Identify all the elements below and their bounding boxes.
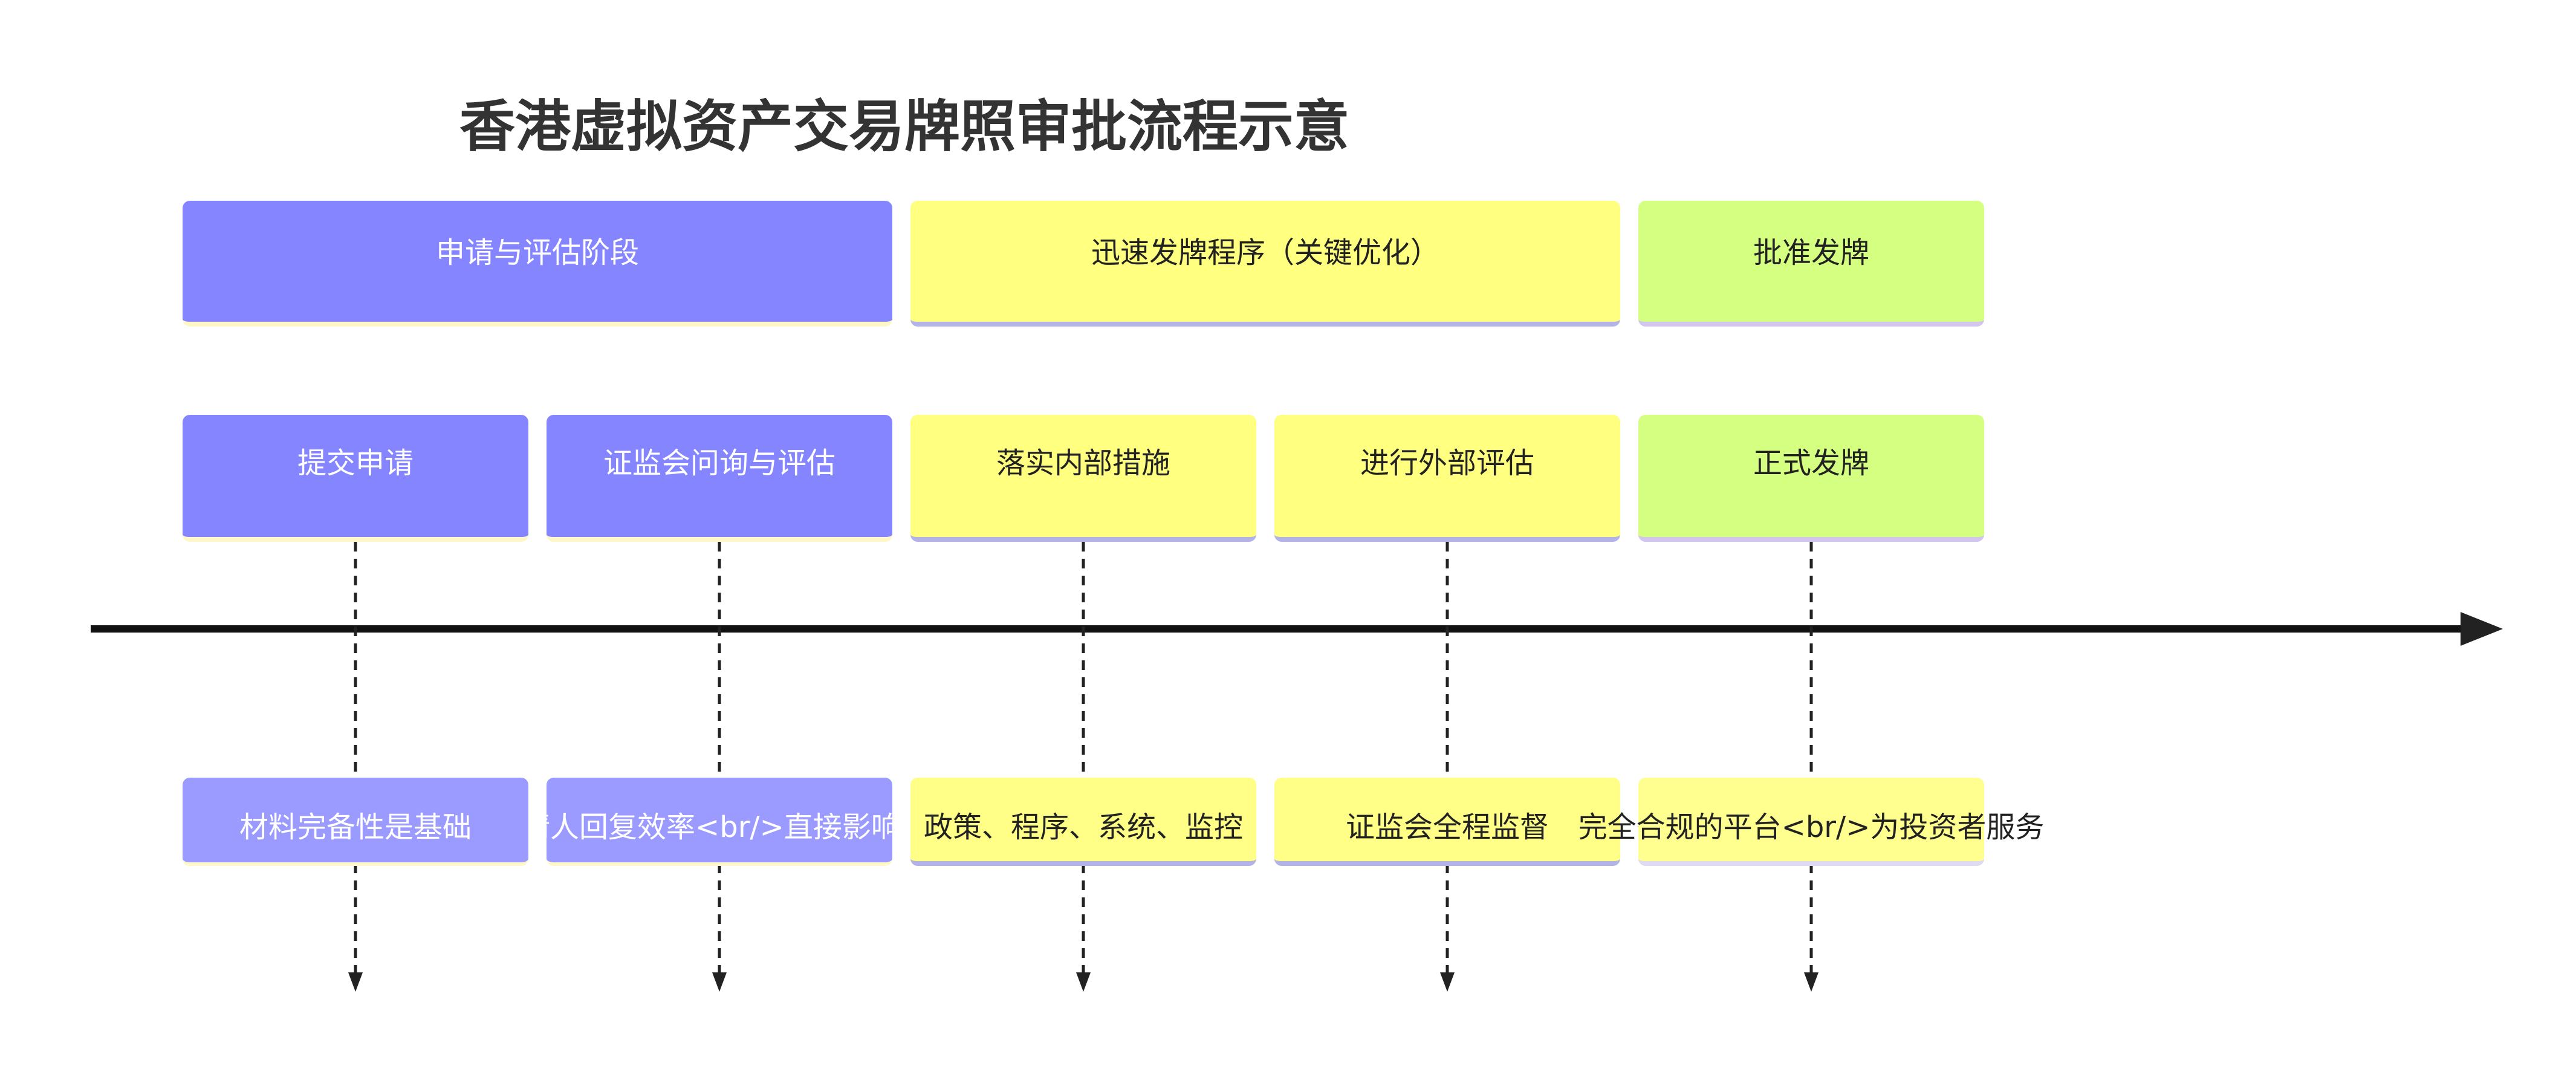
connector-arrowhead [348, 972, 363, 992]
connector-arrowhead [1076, 972, 1091, 992]
connector-arrowhead [712, 972, 727, 992]
note-label: 申请人回复效率<br/>直接影响 [547, 810, 892, 844]
task-label: 落实内部措施 [996, 446, 1170, 480]
phase-license-approval: 批准发牌 [1638, 201, 1984, 327]
connector-arrowhead [1804, 972, 1818, 992]
task-label: 提交申请 [297, 446, 414, 480]
note-policy-procedure-system-monitoring: 政策、程序、系统、监控 [910, 778, 1256, 866]
note-material-completeness: 材料完备性是基础 [183, 778, 528, 866]
task-label: 证监会问询与评估 [603, 446, 835, 480]
phase-fast-track-licensing: 迅速发牌程序（关键优化） [910, 201, 1620, 327]
note-label: 材料完备性是基础 [239, 810, 472, 844]
phase-label: 批准发牌 [1753, 236, 1869, 270]
note-reply-efficiency: 申请人回复效率<br/>直接影响 [547, 778, 892, 866]
task-external-assessment: 进行外部评估 [1274, 415, 1620, 542]
task-label: 正式发牌 [1753, 446, 1869, 480]
page-title: 香港虚拟资产交易牌照审批流程示意 [459, 94, 1350, 159]
phase-label: 迅速发牌程序（关键优化） [1091, 236, 1439, 270]
task-internal-measures: 落实内部措施 [910, 415, 1256, 542]
connector-arrowhead [1440, 972, 1455, 992]
task-label: 进行外部评估 [1360, 446, 1534, 480]
phase-application-assessment: 申请与评估阶段 [183, 201, 892, 327]
note-sfc-supervision: 证监会全程监督 [1274, 778, 1620, 866]
note-label: 完全合规的平台<br/>为投资者服务 [1578, 810, 2045, 844]
timeline-arrowhead [2461, 612, 2503, 646]
note-label: 证监会全程监督 [1345, 810, 1549, 844]
note-compliant-platform: 完全合规的平台<br/>为投资者服务 [1578, 778, 2044, 866]
phase-label: 申请与评估阶段 [435, 236, 639, 270]
note-label: 政策、程序、系统、监控 [923, 810, 1243, 844]
task-submit-application: 提交申请 [183, 415, 528, 542]
task-sfc-inquiry-assessment: 证监会问询与评估 [547, 415, 892, 542]
task-formal-licensing: 正式发牌 [1638, 415, 1984, 542]
